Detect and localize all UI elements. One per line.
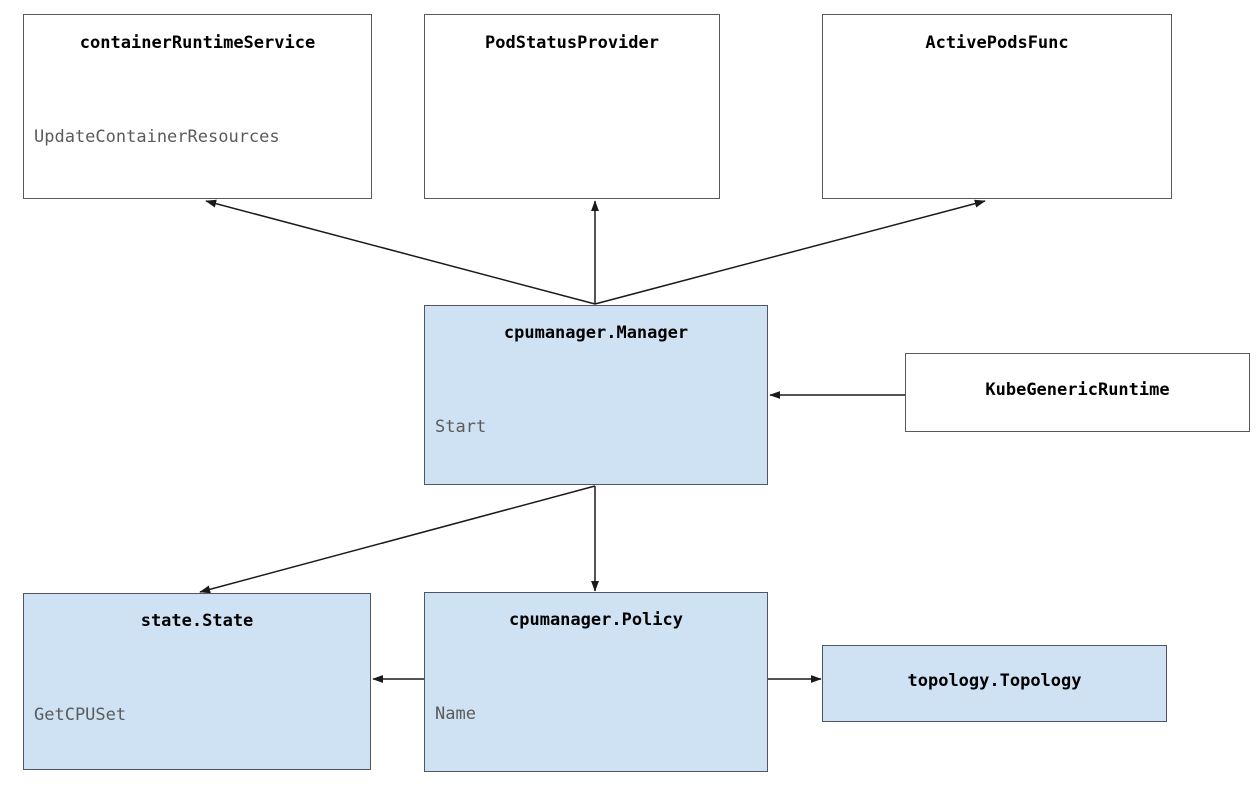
node-title: topology.Topology: [907, 671, 1082, 691]
node-kubegenericruntime[interactable]: KubeGenericRuntime: [905, 353, 1250, 432]
node-podstatusprovider[interactable]: PodStatusProvider: [424, 14, 720, 199]
edge-manager-to-state: [199, 485, 596, 594]
node-cpumanager-policy[interactable]: cpumanager.Policy Name AddContainer Remo…: [424, 592, 768, 772]
node-title: PodStatusProvider: [485, 33, 659, 53]
member-item: GetCPUSet: [34, 705, 127, 725]
member-item: Start: [435, 417, 487, 437]
edge-manager-to-containerruntimeservice: [205, 199, 596, 305]
edge-manager-to-activepodsfunc: [594, 199, 986, 305]
node-title: cpumanager.Policy: [509, 610, 683, 630]
node-title: KubeGenericRuntime: [985, 380, 1170, 400]
node-members: Name AddContainer RemoveContainer: [435, 652, 767, 771]
node-title: containerRuntimeService: [79, 33, 316, 53]
node-state-state[interactable]: state.State GetCPUSet GetDefaultCPUSet S…: [23, 593, 371, 770]
node-title: cpumanager.Manager: [503, 323, 689, 343]
member-item: Name: [435, 704, 476, 724]
member-item: UpdateContainerResources: [34, 127, 280, 147]
node-members: UpdateContainerResources: [34, 75, 371, 198]
node-title: state.State: [140, 611, 254, 631]
node-cpumanager-manager[interactable]: cpumanager.Manager Start AddContainer Re…: [424, 305, 768, 485]
node-title: ActivePodsFunc: [925, 33, 1069, 53]
node-containerruntimeservice[interactable]: containerRuntimeService UpdateContainerR…: [23, 14, 372, 199]
node-members: Start AddContainer RemoveContainer State: [435, 365, 767, 484]
node-activepodsfunc[interactable]: ActivePodsFunc: [822, 14, 1172, 199]
node-topology-topology[interactable]: topology.Topology: [822, 645, 1167, 722]
node-members: GetCPUSet GetDefaultCPUSet SetCPUSet Set…: [34, 653, 370, 769]
